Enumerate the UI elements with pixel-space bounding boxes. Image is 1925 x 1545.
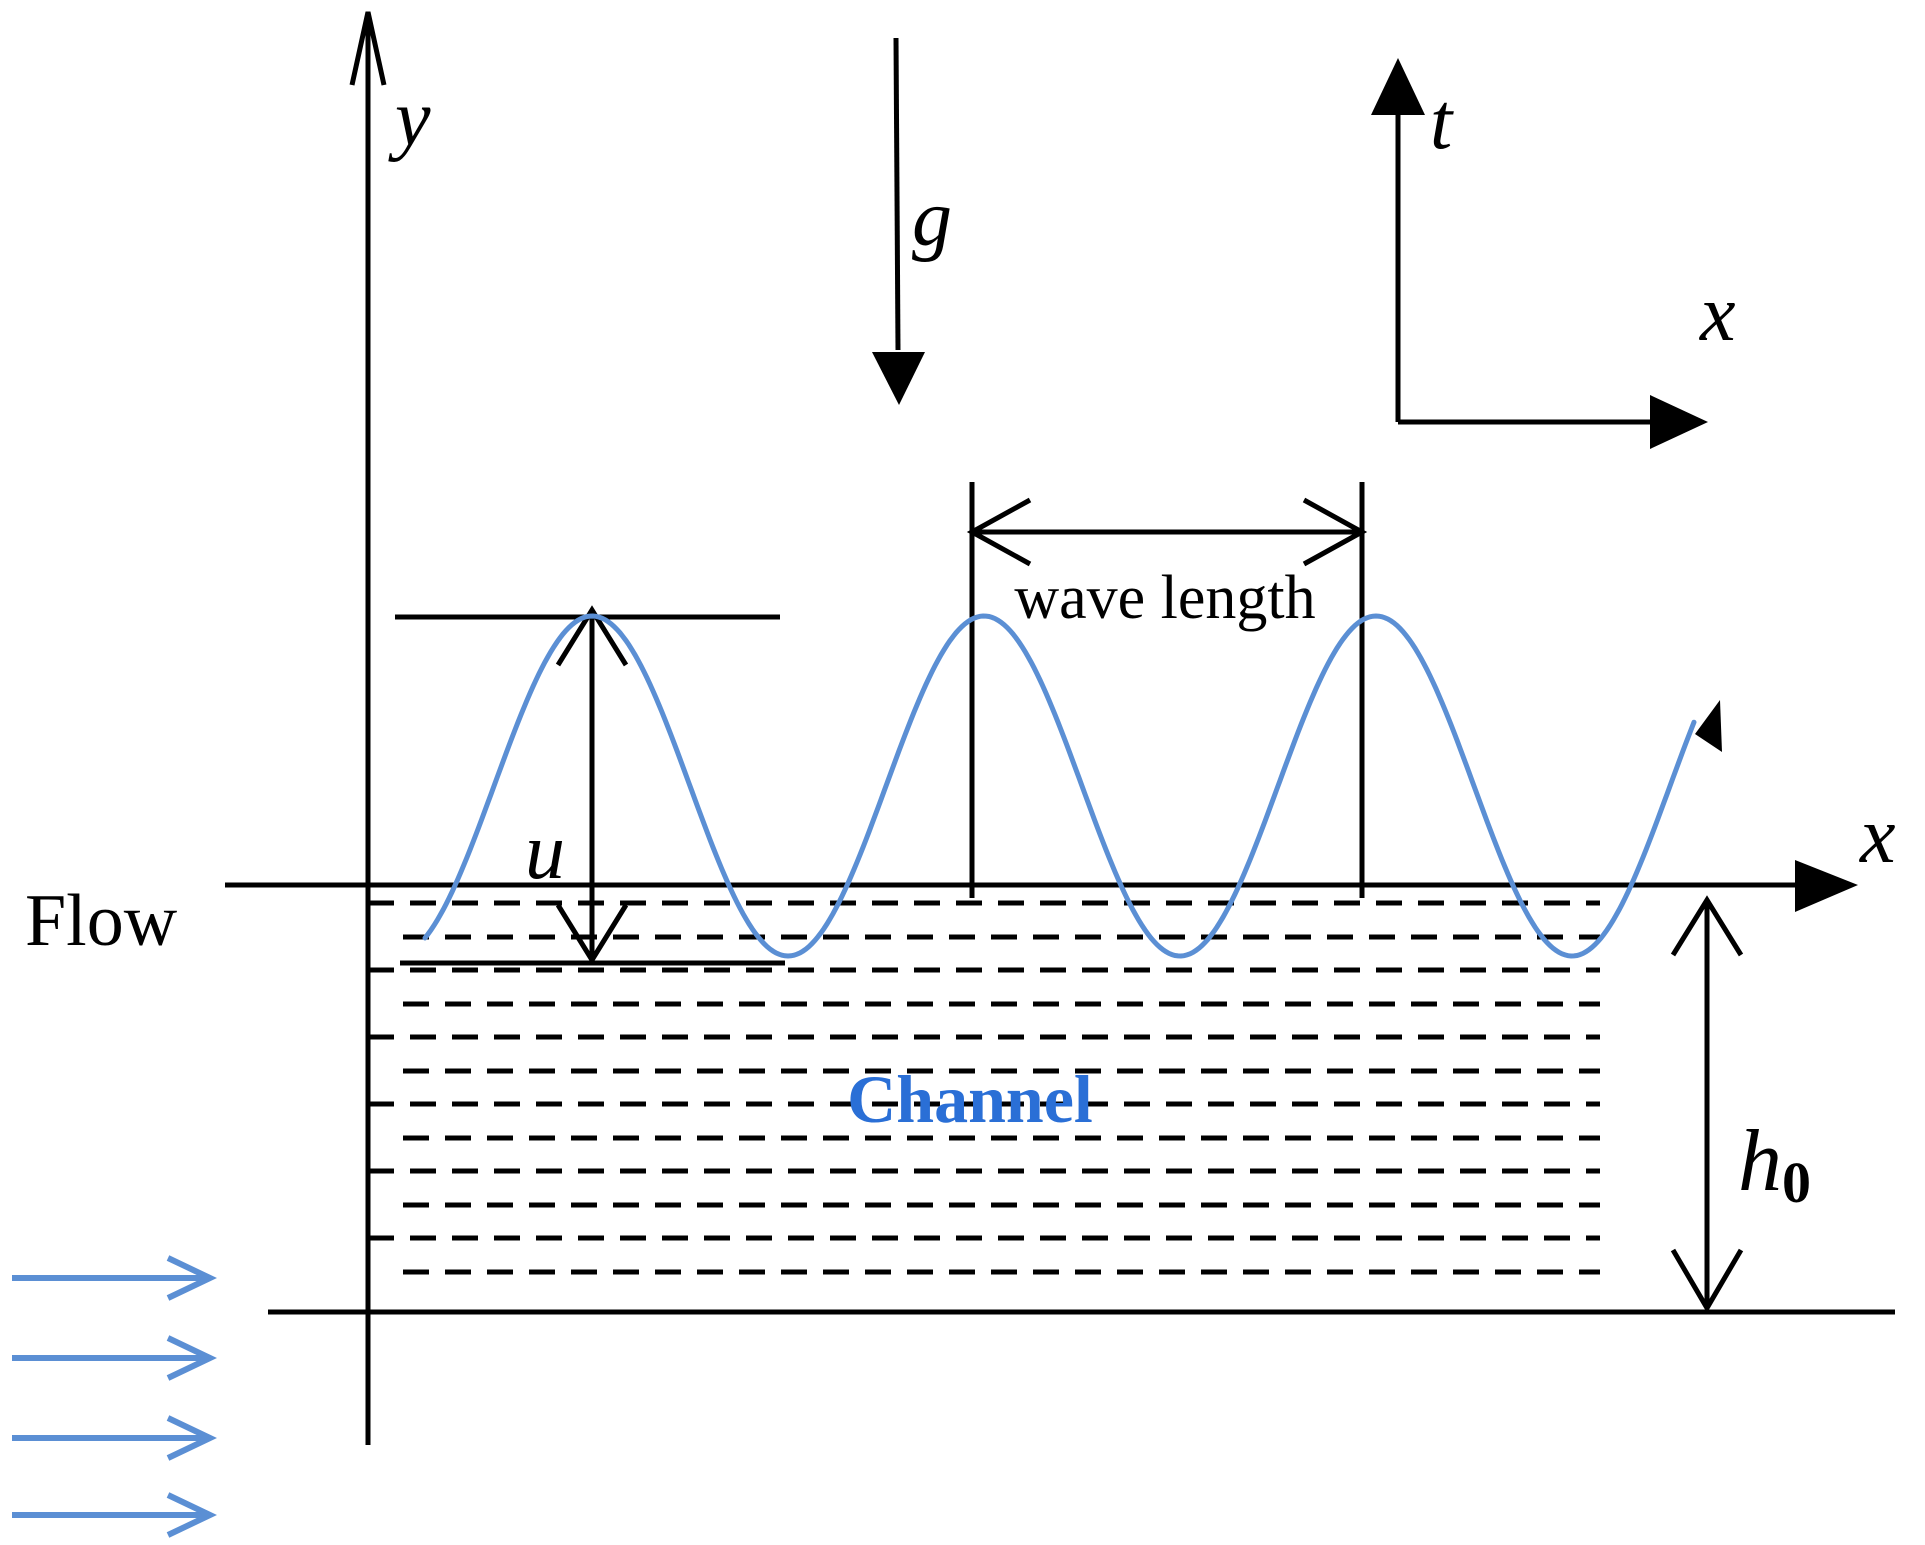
wave-direction-arrowhead [1695,700,1722,752]
gravity-arrow [872,37,925,405]
depth-label: h0 [1738,1113,1811,1215]
flow-arrow [12,1415,217,1461]
inset-x-axis-label: x [1699,270,1736,358]
t-axis-label: t [1430,78,1454,166]
channel-water-layers [368,900,1600,1275]
amplitude-dimension [395,605,785,966]
depth-dimension [1670,895,1744,1313]
y-axis [349,11,387,1445]
channel-label: Channel [847,1061,1093,1137]
flow-arrow [12,1492,217,1538]
wave-length-label: wave length [1014,564,1315,632]
x-axis [225,860,1858,912]
x-axis-label: x [1859,792,1896,880]
gravity-label: g [912,175,952,263]
amplitude-label: u [525,808,565,896]
flow-arrow [12,1255,217,1301]
t-x-inset-axes [1371,58,1708,449]
flow-arrow [12,1335,217,1381]
flow-label: Flow [25,880,178,962]
wave-length-dimension [966,482,1368,898]
depth-label-subscript: 0 [1782,1150,1811,1215]
y-axis-label: y [388,75,431,163]
surface-wave-curve [422,613,1697,959]
flow-arrows [12,1255,217,1538]
